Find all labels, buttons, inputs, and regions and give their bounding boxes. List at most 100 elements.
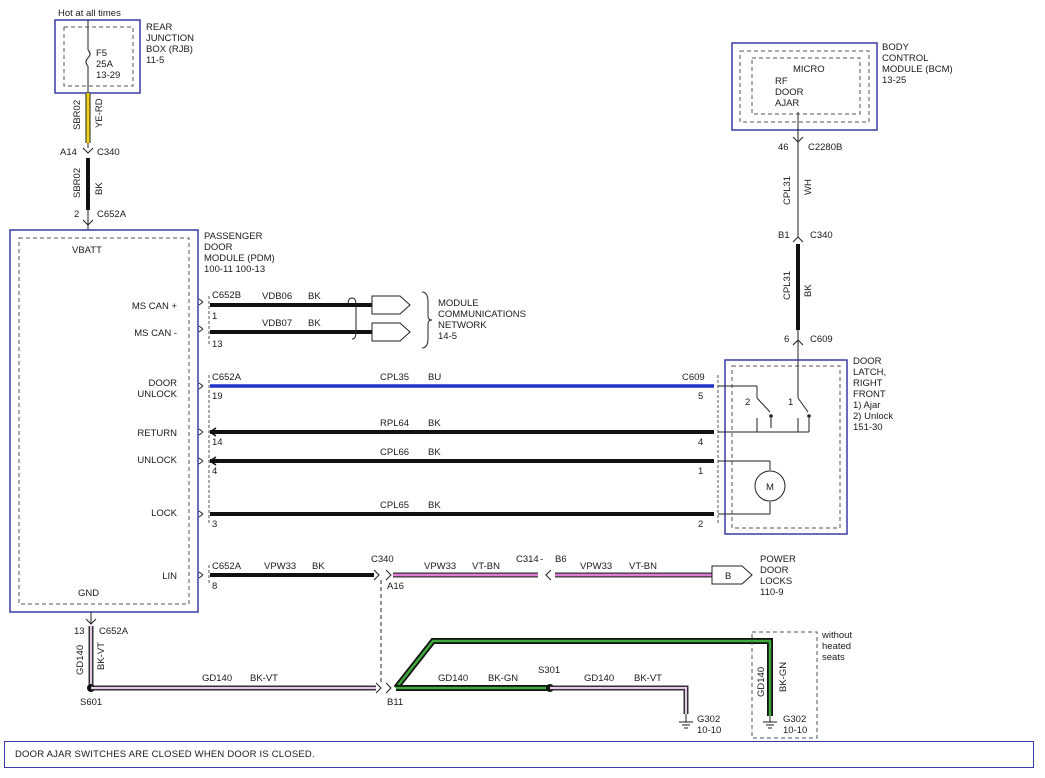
hot-at-all-times-label: Hot at all times xyxy=(58,8,121,19)
gnd-conn-b11: B11 xyxy=(387,697,403,708)
gnd-conn: C652A xyxy=(99,626,129,637)
can-minus-arrow xyxy=(371,322,411,342)
lin-dest-3: LOCKS xyxy=(760,576,792,587)
pdm-name-3: MODULE (PDM) xyxy=(204,253,275,264)
cpl35-pin-right: 5 xyxy=(698,391,703,402)
can-plus-arrow xyxy=(371,295,411,315)
rjb-inner-box xyxy=(63,26,134,87)
bcm-box xyxy=(731,42,878,131)
gnd-h1-color: BK-VT xyxy=(250,673,278,684)
can-pin-plus: 1 xyxy=(212,311,217,322)
connector-c340-right-symbol xyxy=(792,236,804,243)
wire-sbr02-top-color: YE-RD xyxy=(94,98,105,128)
switch-2 xyxy=(756,397,771,413)
can-network-2: COMMUNICATIONS xyxy=(438,309,526,320)
cpl35-circuit: CPL35 xyxy=(380,372,409,383)
network-brace xyxy=(421,291,433,349)
lin-pin-mid: A16 xyxy=(387,581,404,592)
cpl66-circuit: CPL66 xyxy=(380,447,409,458)
rjb-name-1: REAR xyxy=(146,22,173,33)
lin-seg1-color: BK xyxy=(312,561,325,572)
conn-c652a-top-name: C652A xyxy=(97,209,127,220)
pdm-ms-can-minus: MS CAN - xyxy=(134,328,177,339)
pdm-return: RETURN xyxy=(137,428,177,439)
lin-conn-mid: C340 xyxy=(371,554,394,565)
latch-box xyxy=(724,359,848,535)
bcm-pin: 46 xyxy=(778,142,789,153)
pdm-ms-can-plus: MS CAN + xyxy=(132,301,178,312)
lin-seg2-circuit: VPW33 xyxy=(424,561,456,572)
conn-c652a-top-pin: 2 xyxy=(74,209,79,220)
lin-dest-2: DOOR xyxy=(760,565,789,576)
gnd-splice2: S301 xyxy=(538,665,560,676)
gnd-opt-3: seats xyxy=(822,652,845,663)
latch-name-1: DOOR xyxy=(853,356,882,367)
gnd-right-circuit: GD140 xyxy=(756,667,767,697)
heated-seats-option-box xyxy=(751,631,818,739)
lin-dest-letter: B xyxy=(725,571,731,582)
cpl35-color: BU xyxy=(428,372,441,383)
wire-gd140-h3 xyxy=(550,687,687,714)
latch-name-4: FRONT xyxy=(853,389,886,400)
gnd-right-color: BK-GN xyxy=(778,662,789,692)
gnd-h2-circuit: GD140 xyxy=(438,673,468,684)
lin-seg3-color: VT-BN xyxy=(629,561,657,572)
rpl64-color: BK xyxy=(428,418,441,429)
pdm-gnd-label: GND xyxy=(78,588,99,599)
pdm-vbatt-label: VBATT xyxy=(72,245,102,256)
conn-c340-top-pin: A14 xyxy=(60,147,77,158)
cpl65-circuit: CPL65 xyxy=(380,500,409,511)
wire-cpl31-top-color: WH xyxy=(803,179,814,195)
cpl35-conn-left: C652A xyxy=(212,372,242,383)
conn-c340-right-pin: B1 xyxy=(778,230,790,241)
gnd-h1-circuit: GD140 xyxy=(202,673,232,684)
gnd-vert-circuit: GD140 xyxy=(75,645,86,675)
rpl64-pin-right: 4 xyxy=(698,437,703,448)
lin-conn-left: C652A xyxy=(212,561,242,572)
connector-c314-symbol xyxy=(545,569,552,581)
bcm-rf: RF xyxy=(775,76,788,87)
pdm-inner-box xyxy=(18,237,190,605)
gnd-g2: G302 xyxy=(783,714,806,725)
rjb-box xyxy=(54,19,141,94)
pdm-lin: LIN xyxy=(162,571,177,582)
bcm-door: DOOR xyxy=(775,87,804,98)
latch-sw2: 2 xyxy=(745,397,750,408)
lin-seg2-color: VT-BN xyxy=(472,561,500,572)
motor-symbol xyxy=(754,470,786,502)
rpl64-circuit: RPL64 xyxy=(380,418,409,429)
latch-note-1: 1) Ajar xyxy=(853,400,880,411)
can-conn: C652B xyxy=(212,290,241,301)
gnd-h3-color: BK-VT xyxy=(634,673,662,684)
fuse-symbol xyxy=(85,49,91,67)
connector-b11-symbol xyxy=(375,682,382,694)
pdm-name-2: DOOR xyxy=(204,242,233,253)
can-pin-minus: 13 xyxy=(212,339,223,350)
bcm-micro-box xyxy=(751,57,861,115)
lin-dest-1: POWER xyxy=(760,554,796,565)
wire-cpl31-top-circuit: CPL31 xyxy=(782,176,793,205)
wire-gd140-bkgn-upper xyxy=(395,639,772,716)
lin-dest-arrow xyxy=(711,565,753,585)
cpl66-pin-right: 1 xyxy=(698,466,703,477)
cpl66-color: BK xyxy=(428,447,441,458)
cpl35-pin-left: 19 xyxy=(212,391,223,402)
lin-seg3-circuit: VPW33 xyxy=(580,561,612,572)
can-minus-circuit: VDB07 xyxy=(262,318,292,329)
can-minus-color: BK xyxy=(308,318,321,329)
gnd-g1: G302 xyxy=(697,714,720,725)
rpl64-pin-left: 14 xyxy=(212,437,223,448)
cpl35-conn-right: C609 xyxy=(682,372,705,383)
bcm-name-1: BODY xyxy=(882,42,910,53)
gnd-g2-ref: 10-10 xyxy=(783,725,807,736)
gnd-splice1: S601 xyxy=(80,697,102,708)
fuse-rating: 25A xyxy=(96,59,114,70)
pdm-unlock: UNLOCK xyxy=(137,455,177,466)
fuse-id: F5 xyxy=(96,48,107,59)
cpl65-pin-left: 3 xyxy=(212,519,217,530)
latch-inner-box xyxy=(731,365,841,529)
cpl65-pin-right: 2 xyxy=(698,519,703,530)
can-network-ref: 14-5 xyxy=(438,331,457,342)
footnote-box: DOOR AJAR SWITCHES ARE CLOSED WHEN DOOR … xyxy=(4,741,1034,768)
wire-sbr02-bottom-circuit: SBR02 xyxy=(72,168,83,198)
